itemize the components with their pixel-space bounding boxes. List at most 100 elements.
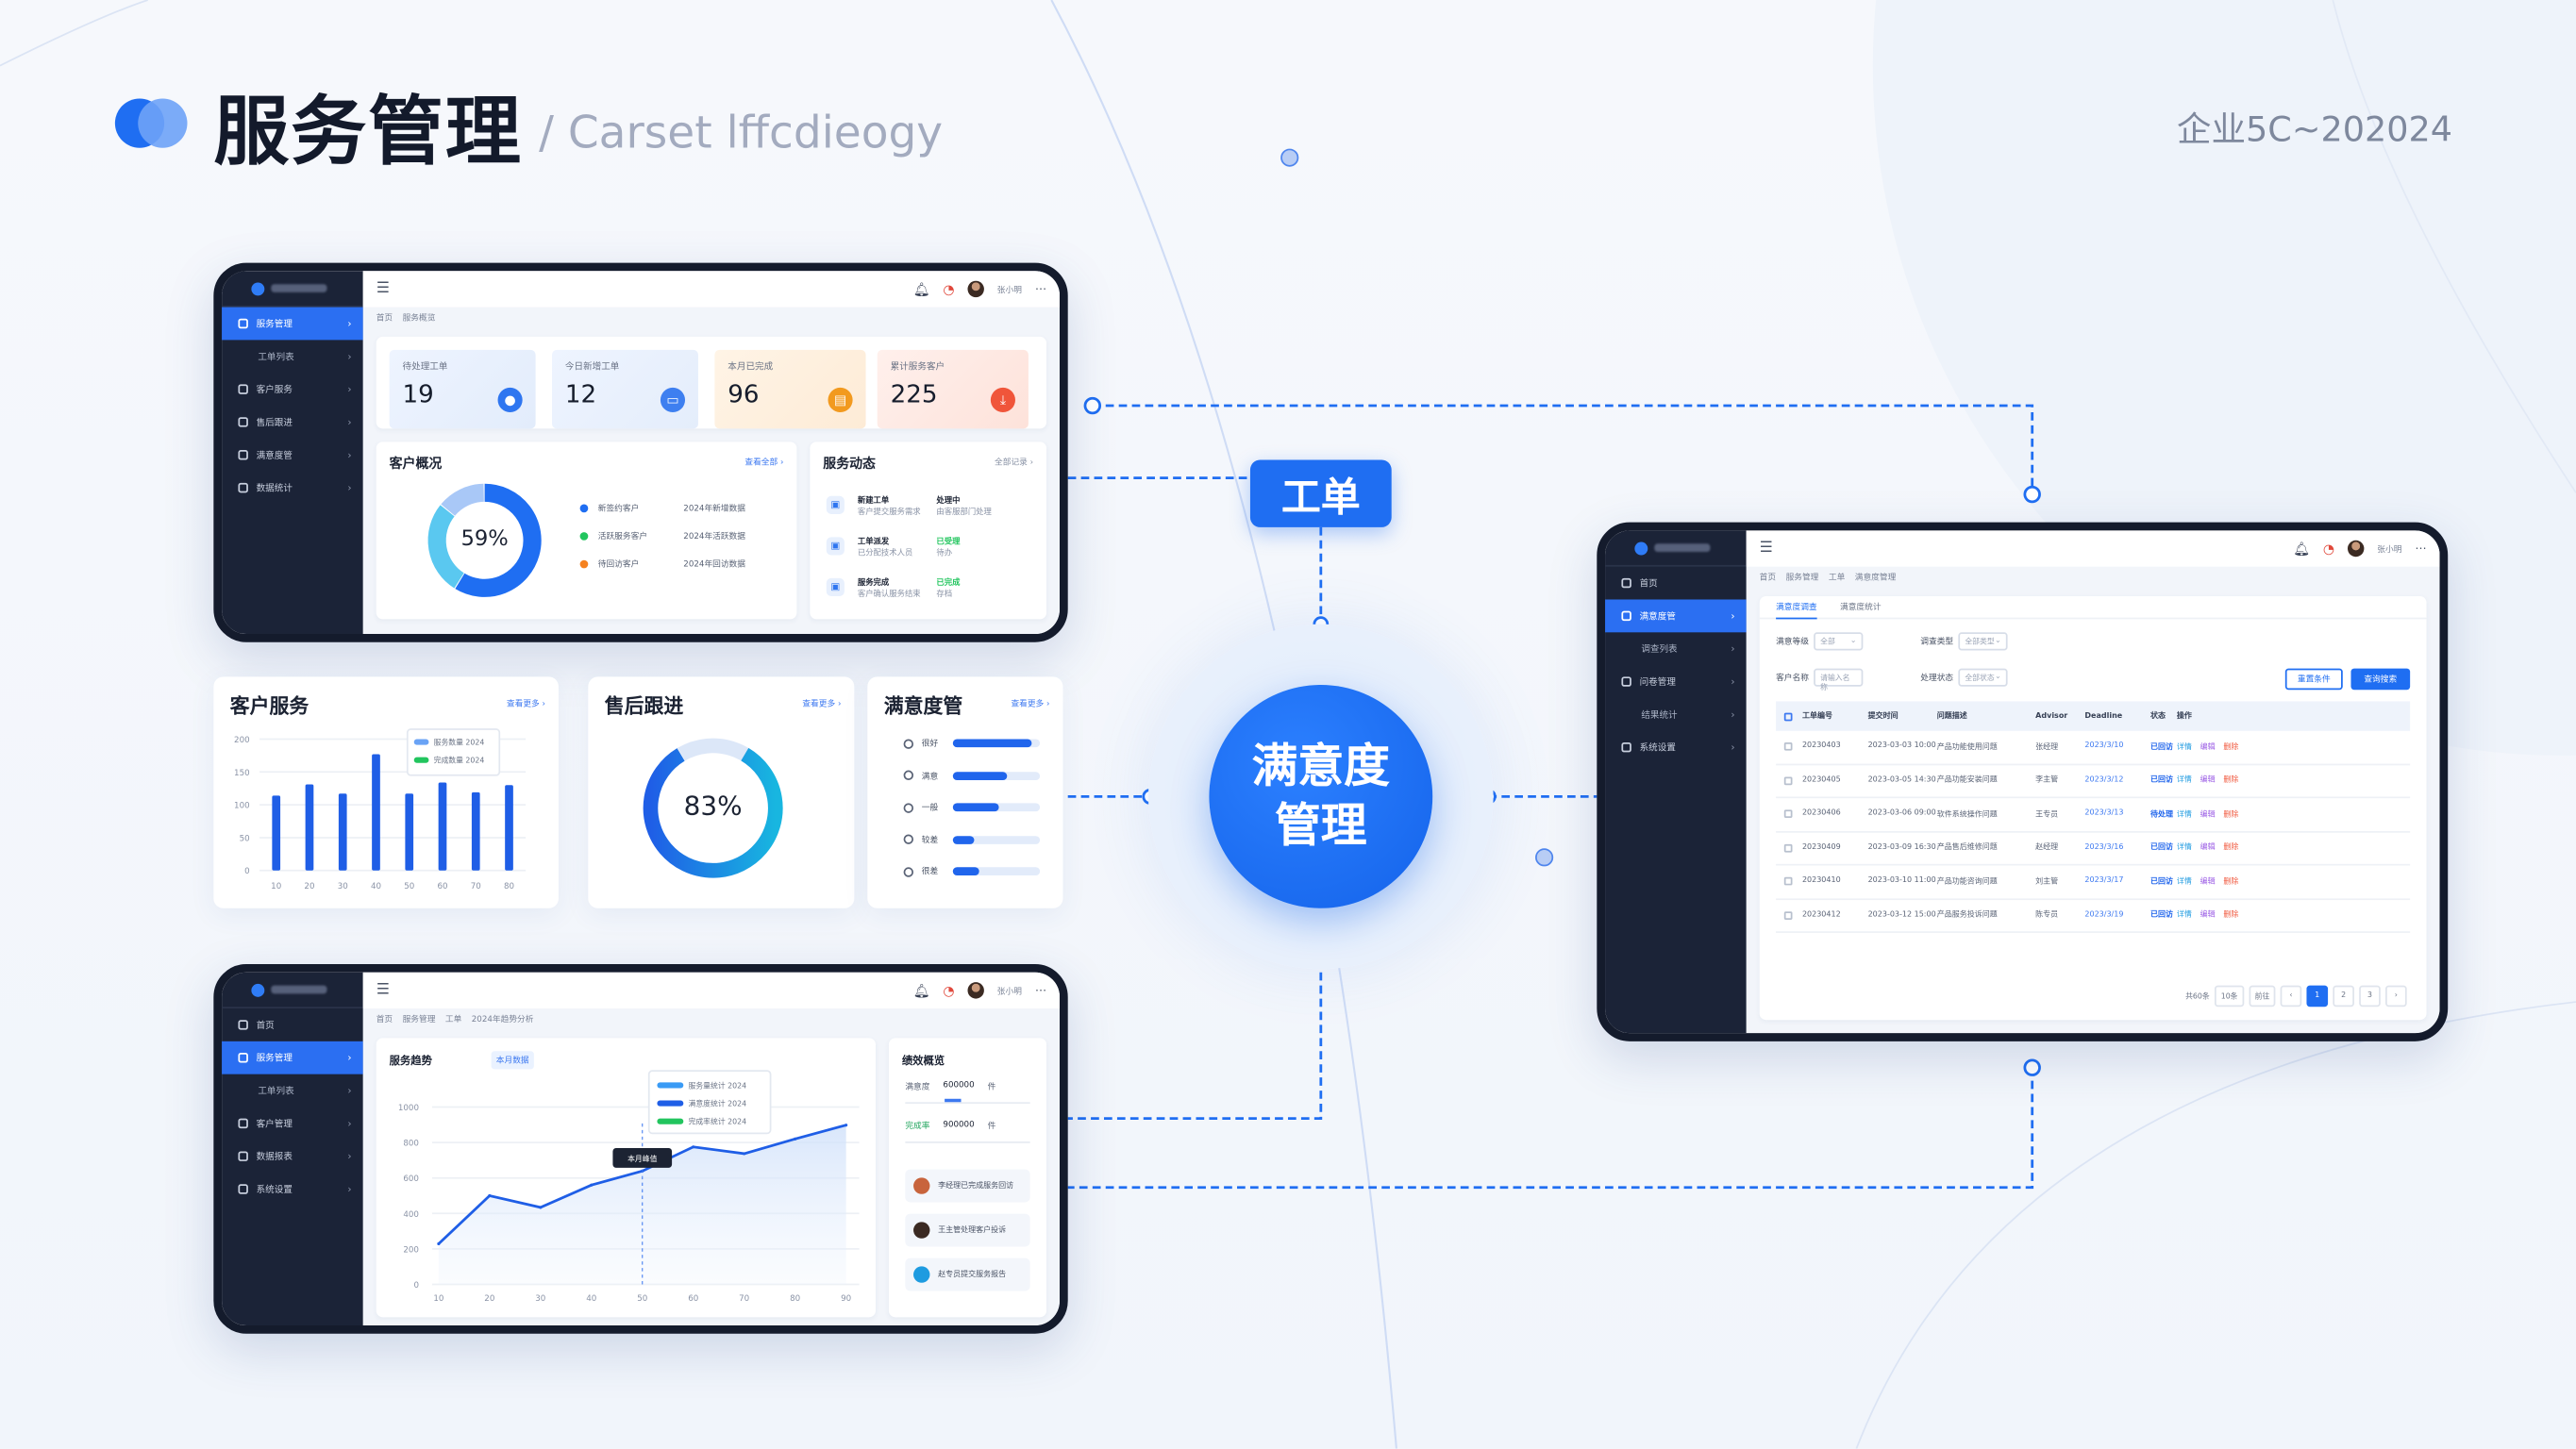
- data-point[interactable]: [743, 1152, 746, 1156]
- data-point[interactable]: [437, 1241, 441, 1246]
- brand-logo[interactable]: [222, 973, 363, 1009]
- avatar[interactable]: [967, 982, 984, 999]
- user-name[interactable]: 张小明: [996, 986, 1022, 996]
- row-checkbox[interactable]: [1783, 877, 1793, 886]
- sidebar-item[interactable]: 数据报表›: [222, 1140, 363, 1173]
- sidebar-item[interactable]: 满意度管›: [222, 439, 363, 472]
- satisfaction-row[interactable]: 满意: [903, 759, 1041, 791]
- data-point[interactable]: [794, 1137, 797, 1141]
- satisfaction-row[interactable]: 很好: [903, 727, 1041, 759]
- radio-icon[interactable]: [903, 739, 914, 749]
- row-checkbox[interactable]: [1783, 809, 1793, 819]
- delete-link[interactable]: 删除: [2223, 878, 2239, 887]
- edit-link[interactable]: 编辑: [2200, 776, 2216, 786]
- page-button[interactable]: ‹: [2280, 985, 2302, 1008]
- view-more-link[interactable]: 查看更多 ›: [1011, 699, 1050, 710]
- user-card[interactable]: 赵专员提交服务报告: [905, 1257, 1030, 1291]
- all-records-link[interactable]: 全部记录 ›: [995, 458, 1034, 469]
- data-point[interactable]: [692, 1145, 695, 1149]
- breadcrumb-item[interactable]: 首页: [376, 313, 393, 324]
- tab[interactable]: 满意度统计: [1840, 602, 1882, 613]
- filter-select[interactable]: 全部类型⌄: [1958, 632, 2008, 651]
- notification-bell-icon[interactable]: 🔔︎: [912, 281, 930, 297]
- column-header[interactable]: Deadline: [2084, 711, 2123, 721]
- tab[interactable]: 满意度调查: [1776, 595, 1817, 619]
- search-button[interactable]: 查询搜索: [2350, 668, 2411, 691]
- period-tag[interactable]: 本月数据: [491, 1051, 534, 1070]
- view-more-link[interactable]: 查看更多 ›: [802, 699, 842, 710]
- view-more-link[interactable]: 查看更多 ›: [506, 699, 546, 710]
- alert-bell-icon[interactable]: ◔: [943, 281, 955, 297]
- page-button[interactable]: 1: [2306, 985, 2329, 1008]
- notification-bell-icon[interactable]: 🔔︎: [2293, 541, 2310, 557]
- radio-icon[interactable]: [903, 866, 914, 877]
- brand-logo[interactable]: [1605, 530, 1747, 567]
- sidebar-item[interactable]: 售后跟进›: [222, 406, 363, 439]
- user-name[interactable]: 张小明: [2377, 544, 2402, 555]
- breadcrumb-item[interactable]: 服务概览: [402, 313, 436, 324]
- column-header[interactable]: 问题描述: [1936, 712, 1967, 722]
- bar[interactable]: [372, 754, 380, 871]
- breadcrumb-item[interactable]: 服务管理: [402, 1014, 436, 1025]
- sidebar-item[interactable]: 系统设置›: [1605, 731, 1747, 764]
- sidebar-item[interactable]: 客户管理›: [222, 1107, 363, 1140]
- sidebar-item[interactable]: 服务管理›: [222, 1041, 363, 1074]
- bar[interactable]: [272, 795, 281, 871]
- bar[interactable]: [471, 791, 480, 871]
- radio-icon[interactable]: [903, 770, 914, 781]
- more-icon[interactable]: ⋯: [1034, 282, 1047, 296]
- view-link[interactable]: 详情: [2176, 878, 2192, 887]
- page-button[interactable]: 3: [2359, 985, 2381, 1008]
- radio-icon[interactable]: [903, 834, 914, 845]
- satisfaction-row[interactable]: 很差: [903, 856, 1041, 888]
- radio-icon[interactable]: [903, 802, 914, 813]
- breadcrumb-item[interactable]: 工单: [1828, 573, 1846, 584]
- more-icon[interactable]: ⋯: [1034, 983, 1047, 997]
- more-icon[interactable]: ⋯: [2415, 541, 2427, 556]
- edit-link[interactable]: 编辑: [2200, 743, 2216, 752]
- delete-link[interactable]: 删除: [2223, 844, 2239, 854]
- bar[interactable]: [338, 793, 347, 871]
- sidebar-item[interactable]: 调查列表›: [1605, 632, 1747, 665]
- filter-input[interactable]: 请输入名称: [1814, 668, 1864, 693]
- delete-link[interactable]: 删除: [2223, 776, 2239, 786]
- breadcrumb-item[interactable]: 服务管理: [1785, 573, 1819, 584]
- user-card[interactable]: 李经理已完成服务回访: [905, 1169, 1030, 1203]
- view-link[interactable]: 详情: [2176, 911, 2192, 921]
- avatar[interactable]: [967, 280, 984, 298]
- notification-bell-icon[interactable]: 🔔︎: [912, 983, 930, 998]
- row-checkbox[interactable]: [1783, 910, 1793, 920]
- data-point[interactable]: [539, 1206, 543, 1209]
- jump-button[interactable]: 前往: [2249, 985, 2276, 1008]
- menu-toggle-icon[interactable]: ☰: [376, 280, 390, 298]
- user-name[interactable]: 张小明: [996, 285, 1022, 295]
- page-button[interactable]: 2: [2333, 985, 2354, 1008]
- sidebar-item[interactable]: 工单列表›: [222, 340, 363, 373]
- sidebar-item[interactable]: 数据统计›: [222, 472, 363, 505]
- filter-select[interactable]: 全部⌄: [1814, 632, 1864, 651]
- view-link[interactable]: 详情: [2176, 743, 2192, 752]
- sidebar-item[interactable]: 首页: [222, 1008, 363, 1041]
- breadcrumb-item[interactable]: 工单: [444, 1014, 462, 1025]
- column-header[interactable]: 状态: [2150, 712, 2166, 722]
- data-point[interactable]: [590, 1183, 594, 1187]
- edit-link[interactable]: 编辑: [2200, 810, 2216, 820]
- data-point[interactable]: [845, 1124, 848, 1127]
- row-checkbox[interactable]: [1783, 776, 1793, 785]
- column-header[interactable]: 工单编号: [1801, 712, 1832, 722]
- menu-toggle-icon[interactable]: ☰: [376, 982, 390, 999]
- column-header[interactable]: 操作: [2176, 712, 2192, 722]
- alert-bell-icon[interactable]: ◔: [943, 983, 955, 998]
- sidebar-item[interactable]: 系统设置›: [222, 1173, 363, 1206]
- activity-item[interactable]: ▣新建工单客户提交服务需求处理中由客服部门处理: [826, 485, 1033, 526]
- satisfaction-row[interactable]: 较差: [903, 824, 1041, 856]
- edit-link[interactable]: 编辑: [2200, 878, 2216, 887]
- sidebar-item[interactable]: 首页: [1605, 567, 1747, 600]
- page-size-select[interactable]: 10条: [2214, 985, 2245, 1008]
